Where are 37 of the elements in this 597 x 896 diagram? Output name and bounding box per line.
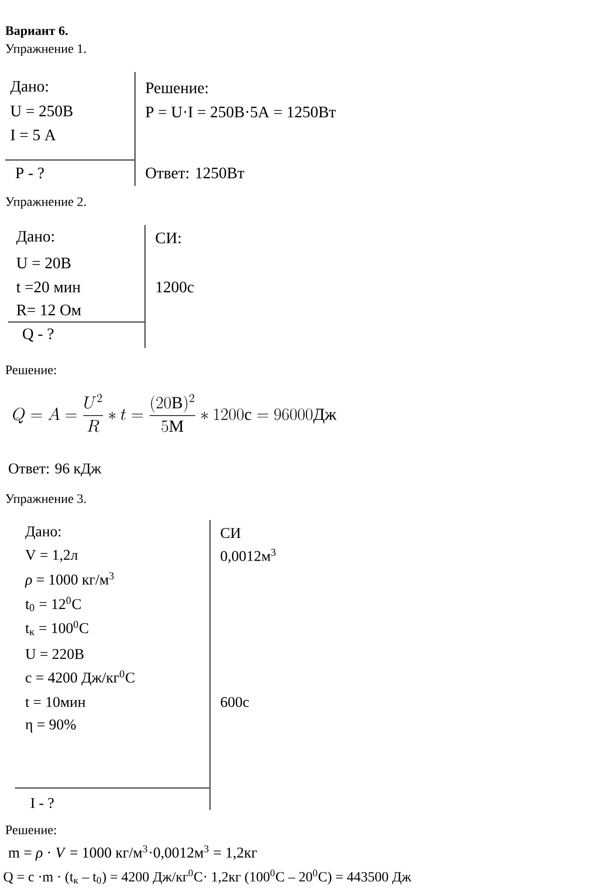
table-text: ρ = 1000 кг/м$^{3}$ xyxy=(24,572,114,588)
exercise-title: Упражнение 1. xyxy=(6,44,86,56)
table-text: Дано: xyxy=(25,526,60,540)
table-text: Q - ? xyxy=(22,328,54,342)
table-text: t = 10мин xyxy=(25,696,86,708)
table-text: U = 250В xyxy=(10,106,72,116)
exercise-title: Упражнение 2. xyxy=(6,197,86,209)
exercise-title: Упражнение 3. xyxy=(6,494,86,506)
formula: $Q = A = \frac{U^2}{R} * t = \frac{(20\text{В})^2}{5\text{М}} * 1200\text{с} = 96000\text{Дж}$ xyxy=(13,394,337,432)
table-text: V = 1,2л xyxy=(25,550,78,562)
table-text: I - ? xyxy=(30,798,54,808)
table-text: R= 12 Ом xyxy=(16,304,81,316)
solution-heading: Решение: xyxy=(6,366,56,374)
table-text: t =20 мин xyxy=(16,282,80,292)
table-text: 600с xyxy=(220,696,249,708)
table-text: 1200с xyxy=(156,282,194,292)
table-text: t$_{к}$ = 100$^{0}$C xyxy=(25,620,88,636)
table-text: η = 90% xyxy=(25,719,76,733)
table-text: U = 20В xyxy=(16,258,70,268)
table-text: Дано: xyxy=(10,81,48,95)
table-text: I = 5 А xyxy=(10,130,56,140)
table-text: 0,0012м$^{3}$ xyxy=(220,548,276,564)
table-text: Ответ: 1250Вт xyxy=(146,168,244,178)
table-text: СИ xyxy=(220,528,240,538)
table-text: t$_{0}$ = 12$^{0}$C xyxy=(25,596,81,612)
answer-text: Ответ: 96 кДж xyxy=(8,463,102,477)
table-text: P - ? xyxy=(16,168,44,178)
table-text: U = 220В xyxy=(26,648,84,660)
table-text: m = ρ · V = 1000 кг/м$^{3}$·0,0012м$^{3}$ = 1,2кг xyxy=(8,845,257,861)
table-text: P = U·I = 250В·5А = 1250Вт xyxy=(146,106,336,118)
variant-heading: Вариант 6. xyxy=(5,26,68,38)
table-text: Дано: xyxy=(16,231,54,245)
table-text: Q = c ·m · (t$_{к}$ – t$_{0}$) = 4200 Дж/кг$^{0}$C· 1,2кг (100$^{0}$C – 20$^{0}$C) = 443500 Дж xyxy=(4,870,412,884)
table-text: c = 4200 Дж/кг$^{0}$C xyxy=(26,670,134,686)
table-text: СИ: xyxy=(156,232,180,244)
solution-heading: Решение: xyxy=(6,826,56,834)
table-text: Решение: xyxy=(146,82,208,94)
